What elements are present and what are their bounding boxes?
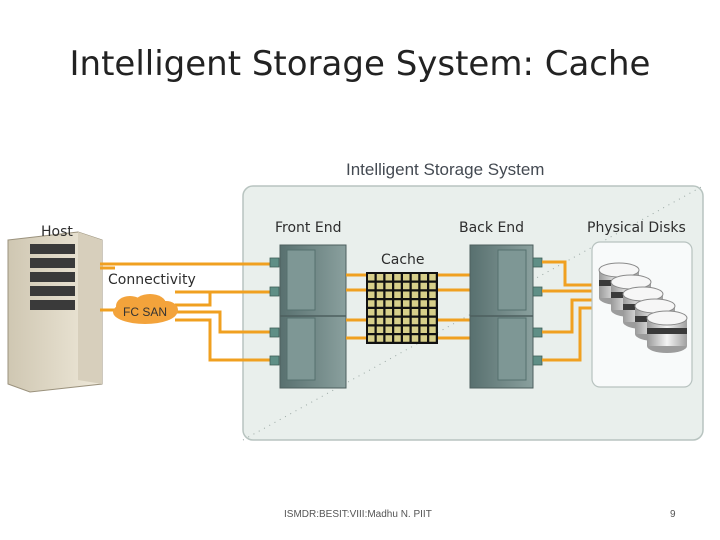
page-number: 9 — [670, 509, 676, 520]
cache-cell — [376, 317, 384, 325]
cache-cell — [429, 274, 436, 281]
cache-cell — [411, 335, 419, 342]
cache-cell — [394, 300, 401, 307]
cache-cell — [420, 326, 427, 333]
back-end-label: Back End — [459, 220, 525, 236]
cache-cell — [385, 291, 392, 298]
cache-cell — [385, 326, 392, 333]
cache-cell — [411, 291, 419, 298]
cache-cell — [429, 300, 436, 307]
cache-backend-cables — [438, 273, 470, 340]
cache-cell — [403, 317, 410, 325]
host-computer-icon — [7, 231, 103, 393]
cache-cell — [368, 300, 375, 307]
cache-cell — [403, 291, 410, 298]
cache-cell — [420, 291, 427, 298]
cache-cell — [385, 335, 392, 342]
cache-cell — [394, 326, 401, 333]
disk-stack — [598, 262, 688, 353]
cache-cell — [429, 309, 436, 316]
cache-cell — [385, 274, 392, 281]
cache-cell — [394, 309, 401, 316]
cache-cell — [420, 309, 427, 316]
front-end-controller — [279, 244, 347, 389]
disk-icon — [646, 310, 688, 353]
system-label: Intelligent Storage System — [346, 160, 545, 179]
cache-cell — [368, 291, 375, 298]
cache-cell — [411, 326, 419, 333]
front-end-label: Front End — [275, 220, 342, 236]
cache-cell — [420, 317, 427, 325]
cache-cell — [376, 291, 384, 298]
cache-cell — [429, 282, 436, 290]
cache-cell — [368, 274, 375, 281]
cache-cell — [385, 317, 392, 325]
cache-label: Cache — [381, 252, 425, 268]
cache-cell — [376, 300, 384, 307]
cache-cell — [429, 317, 436, 325]
cache-cell — [394, 282, 401, 290]
cache-cell — [420, 282, 427, 290]
cache-cell — [376, 282, 384, 290]
cache-cell — [411, 309, 419, 316]
cache-cell — [385, 282, 392, 290]
cache-cell — [403, 335, 410, 342]
cache-cell — [368, 326, 375, 333]
cache-cell — [385, 300, 392, 307]
cache-cell — [420, 274, 427, 281]
cache-cell — [376, 309, 384, 316]
cache-cell — [411, 282, 419, 290]
cache-cell — [376, 335, 384, 342]
cache-cell — [394, 317, 401, 325]
cache-cell — [403, 326, 410, 333]
cache-cell — [368, 335, 375, 342]
cache-cell — [376, 326, 384, 333]
cache-cell — [403, 309, 410, 316]
cache-cell — [385, 309, 392, 316]
san-frontend-cables — [100, 262, 270, 362]
cache-cell — [429, 291, 436, 298]
slide-title: Intelligent Storage System: Cache — [69, 44, 651, 84]
cache-cell — [411, 300, 419, 307]
cache-cells — [368, 274, 436, 342]
cache-cell — [403, 282, 410, 290]
cache-cell — [368, 282, 375, 290]
cache-cell — [429, 335, 436, 342]
host-label: Host — [41, 224, 73, 240]
cache-cell — [394, 274, 401, 281]
connectivity-label: Connectivity — [108, 272, 196, 288]
backend-disk-cables — [542, 260, 600, 362]
back-end-controller — [469, 244, 534, 389]
cache-cell — [420, 300, 427, 307]
cache-cell — [376, 274, 384, 281]
fc-san-label: FC SAN — [123, 305, 168, 319]
cache-grid — [366, 272, 438, 344]
cache-cell — [429, 326, 436, 333]
front-end-ports — [269, 257, 280, 366]
frontend-cache-cables — [346, 273, 368, 340]
cache-cell — [411, 317, 419, 325]
cache-cell — [403, 274, 410, 281]
cache-cell — [368, 309, 375, 316]
fc-san-cloud — [113, 294, 178, 324]
cache-cell — [368, 317, 375, 325]
cache-cell — [394, 335, 401, 342]
cache-cell — [420, 335, 427, 342]
footer-text: ISMDR:BESIT:VIII:Madhu N. PIIT — [284, 509, 432, 520]
cache-cell — [411, 274, 419, 281]
cache-cell — [403, 300, 410, 307]
physical-disks-label: Physical Disks — [587, 220, 686, 236]
cache-cell — [394, 291, 401, 298]
